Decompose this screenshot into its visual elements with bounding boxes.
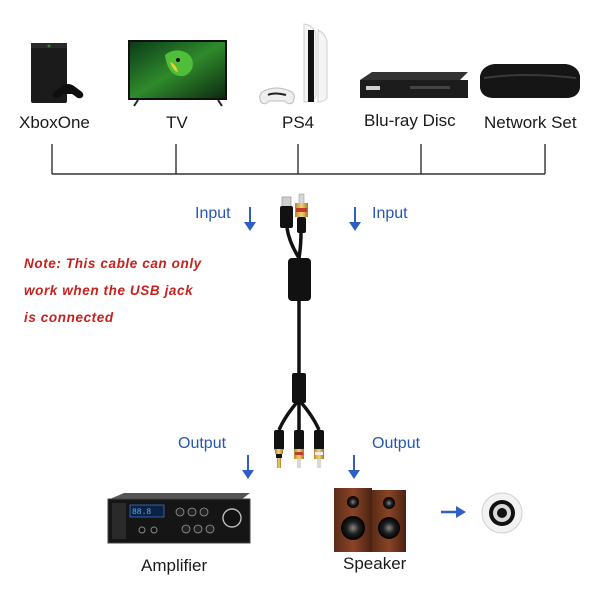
input-arrow-left-icon <box>244 207 256 231</box>
amplifier-icon: 88.8 <box>107 493 251 544</box>
ps4-console-icon <box>259 23 328 105</box>
output-label-right: Output <box>372 435 421 452</box>
output-plug-left-icon <box>274 430 284 468</box>
cable-splitter <box>292 373 306 403</box>
input-label-right: Input <box>372 205 408 222</box>
output-arrow-left-icon <box>242 455 254 479</box>
connection-tree <box>51 144 546 175</box>
input-arrow-right-icon <box>349 207 361 231</box>
rca-input-plug-icon <box>295 193 308 233</box>
label-speaker: Speaker <box>343 554 407 573</box>
note-line-1: Note: This cable can only <box>24 256 202 271</box>
svg-text:88.8: 88.8 <box>132 508 151 517</box>
output-arrow-right-icon <box>348 455 360 479</box>
label-amplifier: Amplifier <box>141 556 208 575</box>
output-plug-right-icon <box>314 430 324 468</box>
label-bluray: Blu-ray Disc <box>364 111 456 130</box>
label-tv: TV <box>166 113 188 132</box>
network-set-icon <box>480 64 580 98</box>
note-line-3: is connected <box>24 310 114 325</box>
cable-converter-box <box>288 258 311 301</box>
speaker-icon <box>334 488 406 552</box>
label-xboxone: XboxOne <box>19 113 90 132</box>
input-label-left: Input <box>195 205 231 222</box>
tv-icon <box>128 40 227 107</box>
audio-jack-icon <box>481 492 523 534</box>
output-plug-middle-icon <box>294 430 304 468</box>
usb-plug-icon <box>280 196 293 228</box>
label-network-set: Network Set <box>484 113 577 132</box>
bluray-player-icon <box>360 72 468 98</box>
xbox-console-icon <box>31 43 84 103</box>
right-arrow-icon <box>441 506 466 518</box>
output-label-left: Output <box>178 435 227 452</box>
note-line-2: work when the USB jack <box>24 283 194 298</box>
label-ps4: PS4 <box>282 113 315 132</box>
